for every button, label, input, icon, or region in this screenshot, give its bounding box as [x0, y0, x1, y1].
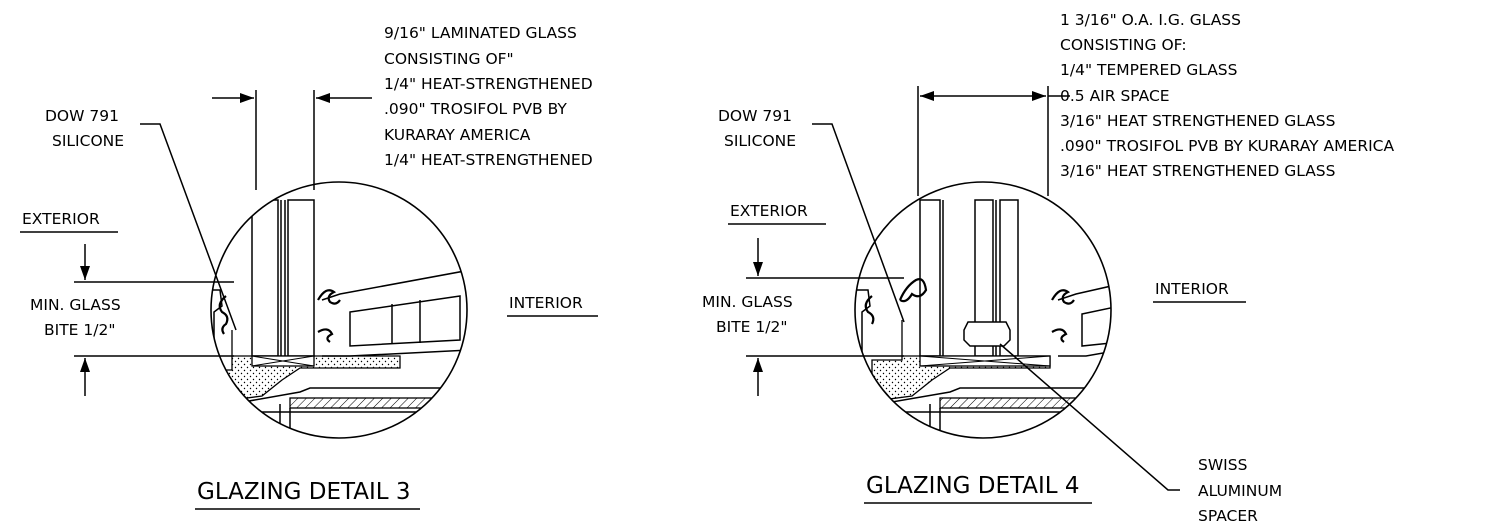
interior-gasket-bottom [1051, 328, 1068, 343]
detail-3-circle [210, 181, 468, 439]
sealant-leader [140, 123, 237, 331]
sealant-label-line-2: SILICONE [724, 132, 796, 150]
glass-pane-outer [919, 199, 941, 357]
glass-spec-line-7: 3/16" HEAT STRENGTHENED GLASS [1060, 162, 1335, 180]
sealant-label-line-2: SILICONE [52, 132, 124, 150]
bite-label-line-1: MIN. GLASS [702, 293, 793, 311]
glass-spec-line-3: 1/4" HEAT-STRENGTHENED [384, 75, 593, 93]
interior-gasket-top [1051, 289, 1075, 305]
interior-mullion [321, 269, 467, 357]
sealant-label-line-1: DOW 791 [718, 107, 792, 125]
bite-label-line-2: BITE 1/2" [44, 321, 115, 339]
glass-spec-line-1: 9/16" LAMINATED GLASS [384, 24, 577, 42]
glazing-detail-4: 1 3/16" O.A. I.G. GLASS CONSISTING OF: 1… [702, 11, 1394, 525]
sealant-leader [812, 123, 905, 323]
glass-pane-outer [251, 199, 279, 357]
spacer-leader [999, 343, 1180, 491]
glass-spec-line-6: 1/4" HEAT-STRENGTHENED [384, 151, 593, 169]
exterior-gasket [898, 278, 928, 303]
detail-3-section-graphics [211, 199, 467, 438]
aluminum-spacer [963, 321, 1011, 347]
exterior-label: EXTERIOR [730, 202, 808, 220]
exterior-gasket [218, 295, 229, 335]
glazing-detail-3: 9/16" LAMINATED GLASS CONSISTING OF" 1/4… [20, 24, 598, 510]
detail-4-section-graphics [855, 199, 1111, 438]
sealant-label-line-1: DOW 791 [45, 107, 119, 125]
interior-label: INTERIOR [1155, 280, 1229, 298]
glass-spec-line-5: 3/16" HEAT STRENGTHENED GLASS [1060, 112, 1335, 130]
glass-spec-line-2: CONSISTING OF: [1060, 36, 1187, 54]
hatched-base [939, 397, 1111, 409]
spacer-label-line-3: SPACER [1198, 507, 1258, 525]
spacer-label-line-1: SWISS [1198, 456, 1247, 474]
bite-label-line-2: BITE 1/2" [716, 318, 787, 336]
glass-spec-line-4: 0.5 AIR SPACE [1060, 87, 1170, 105]
interior-label: INTERIOR [509, 294, 583, 312]
interior-gasket-bottom [317, 328, 334, 343]
exterior-label: EXTERIOR [22, 210, 100, 228]
glass-spec-line-1: 1 3/16" O.A. I.G. GLASS [1060, 11, 1241, 29]
detail-3-title: GLAZING DETAIL 3 [197, 479, 411, 505]
detail-4-circle [854, 181, 1112, 439]
glass-spec-line-5: KURARAY AMERICA [384, 126, 531, 144]
glass-pane-inner [287, 199, 315, 357]
interior-gasket-top [317, 289, 341, 305]
exterior-gasket-2 [864, 295, 875, 325]
glass-spec-line-6: .090" TROSIFOL PVB BY KURARAY AMERICA [1060, 137, 1394, 155]
bite-label-line-1: MIN. GLASS [30, 296, 121, 314]
hatched-base [289, 397, 467, 409]
glass-spec-line-3: 1/4" TEMPERED GLASS [1060, 61, 1238, 79]
interior-mullion [1057, 283, 1111, 357]
detail-4-title: GLAZING DETAIL 4 [866, 473, 1080, 499]
glass-spec-line-2: CONSISTING OF" [384, 50, 514, 68]
spacer-label-line-2: ALUMINUM [1198, 482, 1282, 500]
glass-spec-line-4: .090" TROSIFOL PVB BY [384, 100, 567, 118]
